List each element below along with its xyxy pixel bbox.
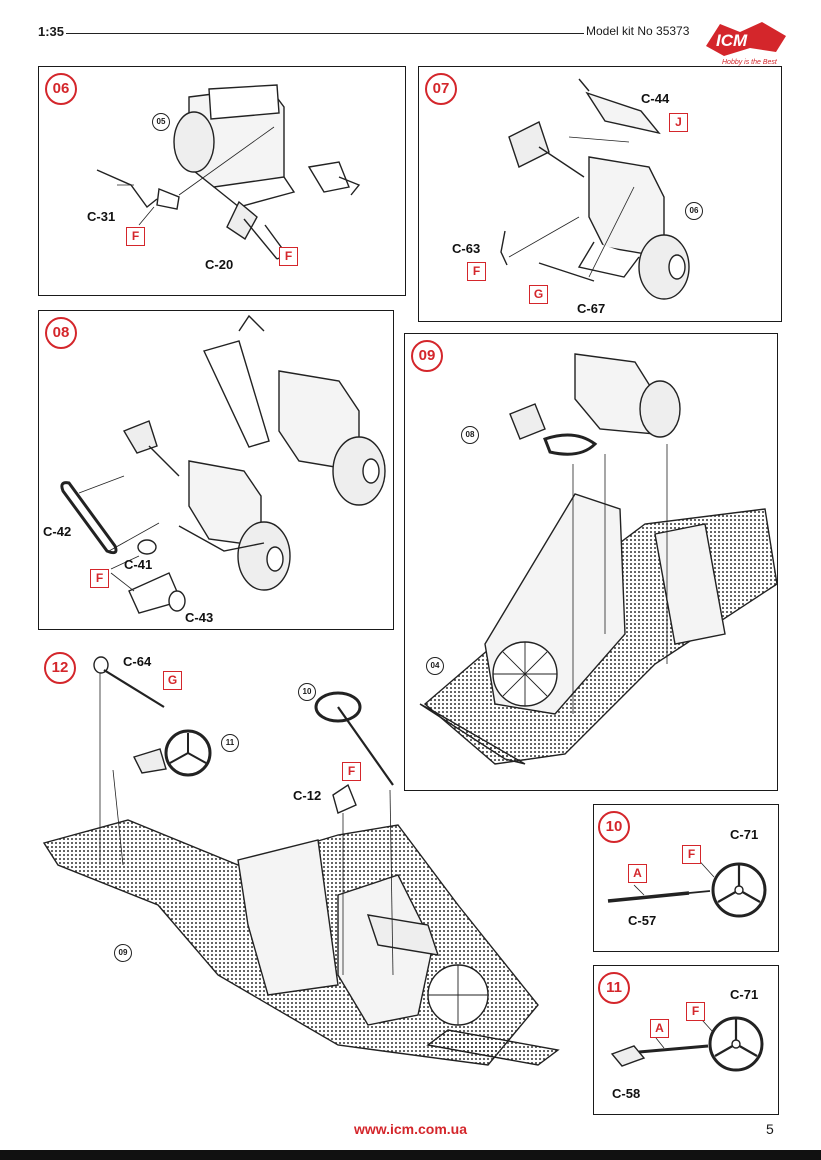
part-c-64: C-64	[123, 654, 152, 669]
step-09-badge: 09	[411, 340, 443, 372]
step-07-ref-06: 06	[685, 202, 703, 220]
panel-step-11: 11 C-71 F A C-58	[593, 965, 779, 1115]
step-10-badge: 10	[598, 811, 630, 843]
step-08-badge: 08	[45, 317, 77, 349]
step-10-illustration	[607, 854, 767, 918]
tag-f-c-41: F	[90, 569, 109, 588]
panel-step-09: 09 08 04	[404, 333, 778, 791]
step-09-ref-08: 08	[461, 426, 479, 444]
part-c-42: C-42	[43, 524, 72, 539]
step-07-illustration	[500, 78, 690, 300]
step-06-badge: 06	[45, 73, 77, 105]
scale-label: 1:35	[38, 24, 65, 39]
icm-logo: ICM Hobby is the Best	[700, 18, 792, 68]
tag-f-step-10: F	[682, 845, 701, 864]
part-c-71-step-10: C-71	[730, 827, 759, 842]
part-c-63: C-63	[452, 241, 481, 256]
part-c-31: C-31	[87, 209, 116, 224]
header-rule	[66, 33, 584, 34]
panel-step-06: 06 05 C-31 F C-20 F	[38, 66, 406, 296]
tag-g-c-67: G	[529, 285, 548, 304]
logo-tagline: Hobby is the Best	[722, 59, 778, 66]
tag-f-c-63: F	[467, 262, 486, 281]
panel-step-10: 10 C-71 F A C-57	[593, 804, 779, 952]
tag-f-c-12: F	[342, 762, 361, 781]
step-08-illustration	[60, 314, 386, 614]
step-12-badge: 12	[44, 652, 76, 684]
bottom-rule	[0, 1150, 821, 1160]
part-c-20: C-20	[205, 257, 234, 272]
step-12-ref-11: 11	[221, 734, 239, 752]
logo-text: ICM	[716, 31, 748, 50]
part-c-71-step-11: C-71	[730, 987, 759, 1002]
step-09-illustration	[419, 353, 777, 765]
step-11-illustration	[610, 1010, 764, 1072]
tag-f-step-11: F	[686, 1002, 705, 1021]
kit-number: Model kit No 35373	[586, 24, 690, 38]
step-12-ref-09: 09	[114, 944, 132, 962]
part-c-44: C-44	[641, 91, 670, 106]
step-12-illustration	[42, 656, 560, 1066]
page-number: 5	[766, 1121, 774, 1137]
tag-j: J	[669, 113, 688, 132]
step-09-ref-04: 04	[426, 657, 444, 675]
step-07-badge: 07	[425, 73, 457, 105]
step-06-illustration	[96, 84, 361, 260]
part-c-57: C-57	[628, 913, 657, 928]
tag-a-step-10: A	[628, 864, 647, 883]
footer-url[interactable]: www.icm.com.ua	[353, 1121, 468, 1137]
tag-a-step-11: A	[650, 1019, 669, 1038]
panel-step-08: 08 C-42 C-41 F C-43	[38, 310, 394, 630]
panel-step-07: 07 C-44 J 06 C-63 F G C-67	[418, 66, 782, 322]
part-c-58: C-58	[612, 1086, 641, 1101]
part-c-41: C-41	[124, 557, 153, 572]
step-12-ref-10: 10	[298, 683, 316, 701]
tag-g-c-64: G	[163, 671, 182, 690]
tag-f-c-20: F	[279, 247, 298, 266]
part-c-12: C-12	[293, 788, 322, 803]
tag-f-c-31: F	[126, 227, 145, 246]
step-06-ref-05: 05	[152, 113, 170, 131]
step-11-badge: 11	[598, 972, 630, 1004]
part-c-43: C-43	[185, 610, 214, 625]
part-c-67: C-67	[577, 301, 606, 316]
